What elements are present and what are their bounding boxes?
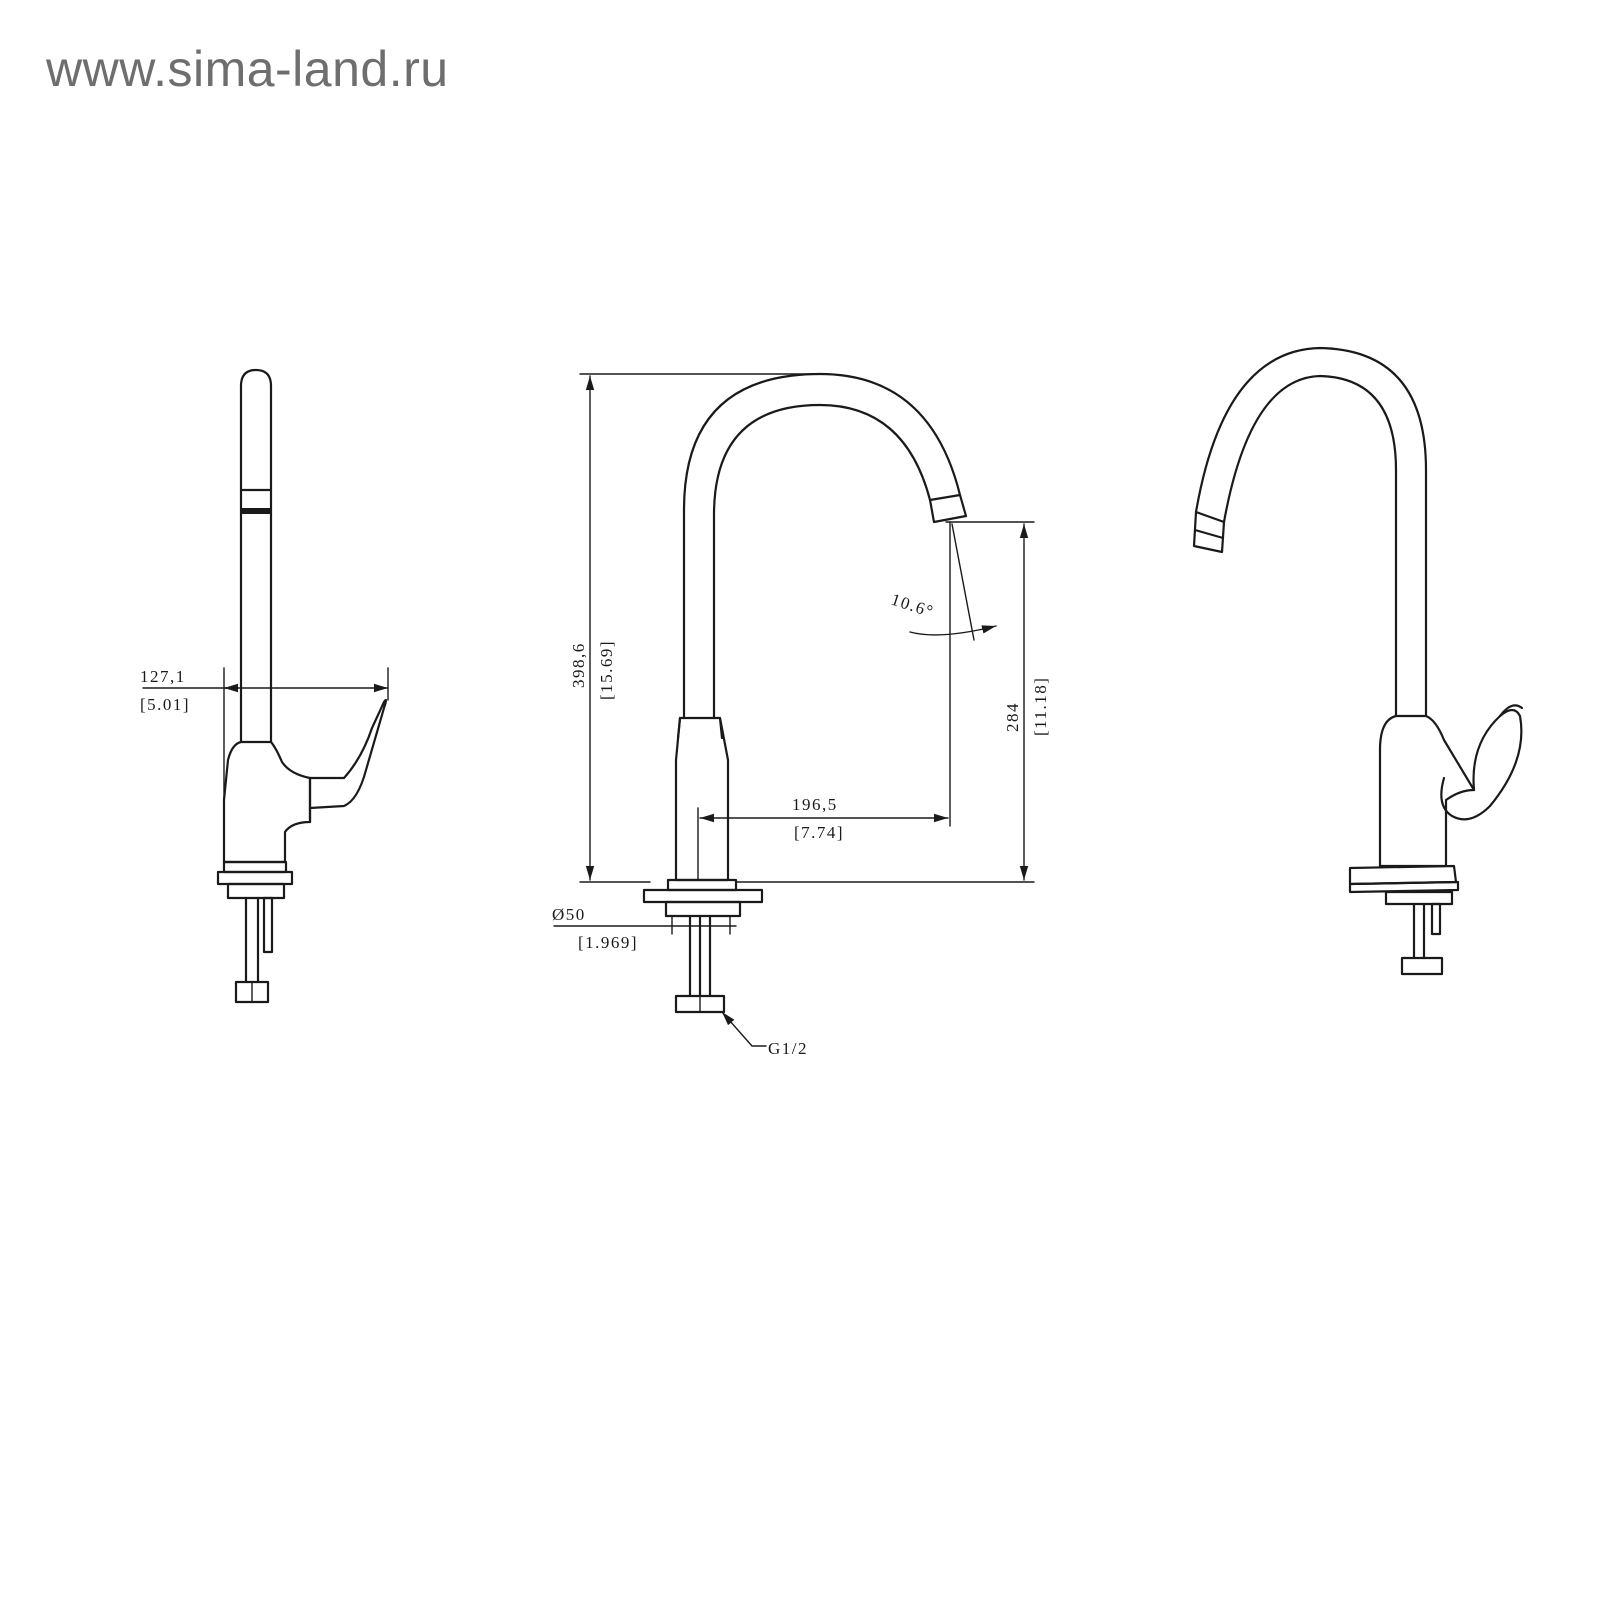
thread-value: G1/2 <box>768 1039 808 1058</box>
spout-height-value: 284 <box>1003 702 1022 732</box>
spout-reach-inch: [7.74] <box>794 823 844 842</box>
handle-reach-inch: [5.01] <box>140 695 190 714</box>
spout-angle-value: 10.6° <box>889 590 937 622</box>
perspective-view <box>1192 346 1524 976</box>
handle-reach-value: 127,1 <box>140 667 186 686</box>
total-height-value: 398,6 <box>569 642 588 688</box>
base-diameter-value: Ø50 <box>552 905 586 924</box>
side-view: 127,1 [5.01] <box>140 368 389 1004</box>
base-diameter-inch: [1.969] <box>578 933 638 952</box>
spout-height-inch: [11.18] <box>1031 677 1050 736</box>
front-view: 398,6 [15.69] 284 [11.18] 196,5 [7.74] 1… <box>552 372 1050 1058</box>
total-height-inch: [15.69] <box>597 640 616 700</box>
spout-reach-value: 196,5 <box>792 795 838 814</box>
watermark: www.sima-land.ru <box>46 41 449 97</box>
